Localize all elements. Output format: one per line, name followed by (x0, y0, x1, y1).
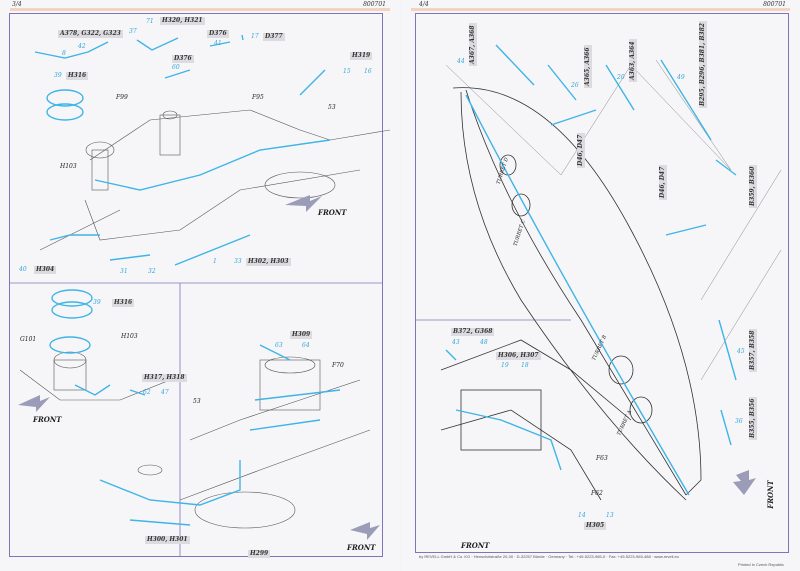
part-label: H299 (248, 550, 271, 558)
part-label: B355, B356 (749, 396, 757, 440)
step-number: 13 (606, 512, 614, 519)
step-number: 1 (213, 258, 217, 265)
step-number: 49 (677, 74, 685, 81)
part-label: A363, A364 (629, 39, 637, 82)
part-label: H302, H303 (246, 258, 291, 266)
step-number: 19 (501, 362, 509, 369)
part-ref: F95 (252, 94, 264, 101)
part-label: B295, B296, B381, B382 (699, 21, 707, 108)
publisher-footer: by REVELL GmbH & Co. KG · Henschelstraße… (419, 554, 679, 559)
step-number: 47 (161, 389, 169, 396)
part-label: H306, H307 (496, 352, 541, 360)
part-label: D46, D47 (577, 132, 585, 168)
part-ref: F62 (591, 490, 603, 497)
step-number: 39 (93, 299, 101, 306)
step-number: 48 (480, 339, 488, 346)
step-number: 42 (78, 43, 86, 50)
part-label: B357, B358 (749, 328, 757, 372)
front-indicator: FRONT (318, 208, 347, 217)
part-ref: H103 (121, 333, 138, 340)
part-label: H316 (112, 299, 135, 307)
part-label: B359, B360 (749, 164, 757, 208)
step-number: 43 (452, 339, 460, 346)
page-number: 3/4 (12, 1, 22, 8)
step-number: 20 (617, 74, 625, 81)
part-ref: F63 (596, 455, 608, 462)
part-ref: G101 (20, 336, 37, 343)
part-label: H304 (34, 266, 57, 274)
front-indicator: FRONT (765, 480, 775, 509)
step-number: 17 (251, 33, 259, 40)
step-number: 71 (146, 18, 154, 25)
part-ref: 53 (328, 104, 336, 111)
part-label: H317, H318 (142, 374, 187, 382)
part-label: D376 (172, 55, 194, 63)
part-label: A367, A368 (469, 23, 477, 66)
front-indicator: FRONT (347, 543, 376, 552)
step-number: 26 (571, 82, 579, 89)
part-label: D46, D47 (659, 164, 667, 200)
part-label: B372, G368 (451, 328, 495, 336)
step-number: 62 (143, 389, 151, 396)
part-label: H319 (350, 52, 373, 60)
step-number: 44 (457, 58, 465, 65)
step-number: 18 (521, 362, 529, 369)
step-number: 37 (129, 28, 137, 35)
part-label: A378, G322, G323 (58, 30, 123, 38)
printed-note: Printed in Czech Republic (737, 562, 784, 567)
step-number: 60 (172, 64, 180, 71)
page-number: 4/4 (419, 1, 429, 8)
header-bar (10, 8, 390, 11)
step-number: 31 (120, 268, 128, 275)
step-number: 63 (275, 342, 283, 349)
part-ref: F70 (332, 362, 344, 369)
step-number: 32 (148, 268, 156, 275)
step-number: 45 (737, 348, 745, 355)
step-number: 33 (234, 258, 242, 265)
part-label: D377 (263, 33, 285, 41)
part-label: H309 (290, 331, 313, 339)
step-number: 40 (19, 266, 27, 273)
step-frame (415, 13, 789, 553)
kit-code: 800701 (363, 1, 386, 8)
part-ref: H103 (60, 163, 77, 170)
front-indicator: FRONT (461, 541, 490, 550)
part-label: D376 (207, 30, 229, 38)
part-label: A365, A366 (584, 45, 592, 88)
part-label: H316 (66, 72, 89, 80)
part-label: H300, H301 (145, 536, 190, 544)
assembly-drawing-left (10, 34, 391, 556)
instruction-page-left: 3/4 800701 (9, 1, 391, 558)
part-label: H320, H321 (160, 17, 205, 25)
assembly-drawing-right (416, 44, 782, 501)
instruction-page-right: 4/4 800701 A367, A368 A365 (401, 0, 800, 571)
part-ref: 53 (193, 398, 201, 405)
step-number: 8 (62, 50, 66, 57)
step-number: 41 (214, 40, 222, 47)
kit-code: 800701 (763, 1, 786, 8)
step-number: 36 (735, 418, 743, 425)
step-number: 39 (54, 72, 62, 79)
part-ref: F99 (116, 94, 128, 101)
front-indicator: FRONT (33, 415, 62, 424)
step-number: 16 (364, 68, 372, 75)
step-number: 15 (343, 68, 351, 75)
step-frame (9, 13, 383, 557)
step-number: 14 (578, 512, 586, 519)
step-number: 64 (302, 342, 310, 349)
header-bar (411, 8, 790, 11)
part-label: H305 (584, 522, 607, 530)
